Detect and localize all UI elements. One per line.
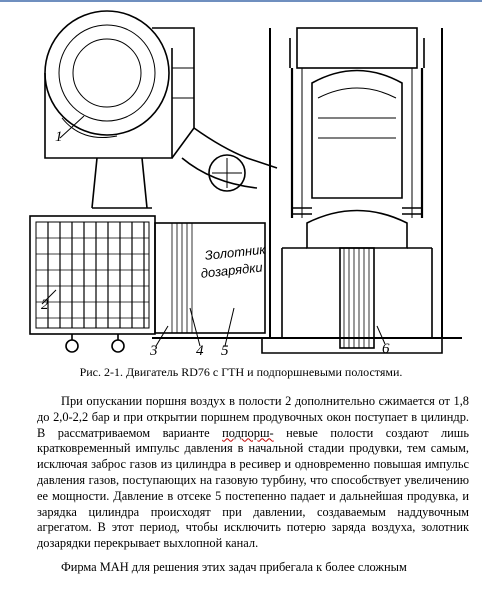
paragraph-1-start: При опускании поршня воздух в полости 2 … <box>37 394 469 440</box>
figure-label-6: 6 <box>382 341 390 357</box>
figure-label-4: 4 <box>196 343 204 359</box>
figure-label-3: 3 <box>150 343 158 359</box>
air-cooler <box>29 215 156 335</box>
figure-label-1: 1 <box>55 129 63 145</box>
figure-label-2: 2 <box>41 297 49 313</box>
slide-valve <box>208 154 246 192</box>
engine-figure: 1 2 3 4 5 6 Золотник дозарядки <box>22 8 462 360</box>
paragraph-1: При опускании поршня воздух в полости 2 … <box>37 394 469 552</box>
engine-drawing <box>29 10 462 354</box>
cylinder-cover <box>296 27 418 69</box>
scavenge-receiver <box>154 222 266 334</box>
figure-label-5: 5 <box>221 343 229 359</box>
figure-caption: Рис. 2-1. Двигатель RD76 с ГТН и подпорш… <box>79 365 403 379</box>
paragraph-2: Фирма МАН для решения этих задач прибега… <box>61 559 407 574</box>
paragraph-1-end: невые полости создают лишь кратковременн… <box>37 425 469 551</box>
piston-rod <box>339 247 375 349</box>
turbocharger-casing <box>44 10 170 136</box>
spellcheck-marked-word: подпорш- <box>222 425 274 440</box>
body-text: При опускании поршня воздух в полости 2 … <box>37 394 469 576</box>
window-top-border <box>0 0 482 2</box>
piston <box>311 69 403 199</box>
